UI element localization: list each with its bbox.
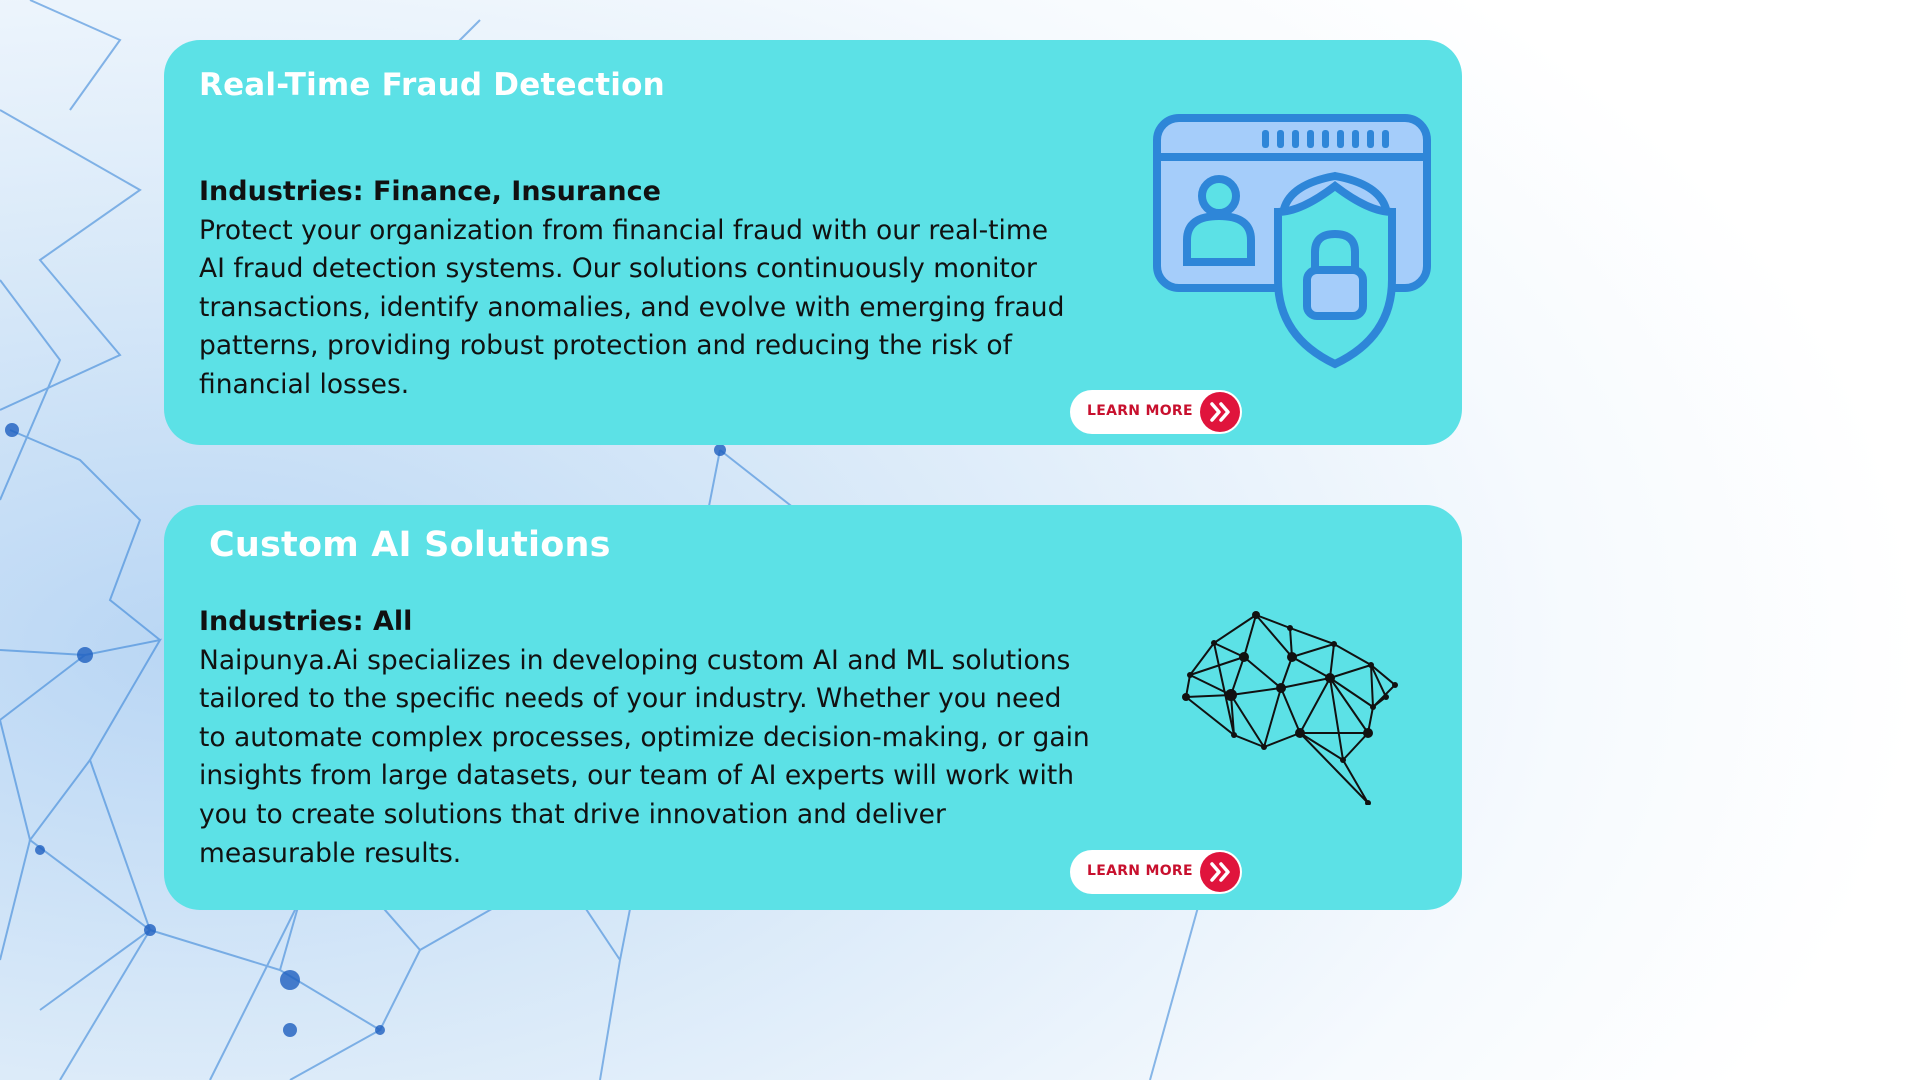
fraud-detection-card: Real-Time Fraud Detection Industries: Fi…	[164, 40, 1462, 445]
learn-more-label: LEARN MORE	[1087, 403, 1193, 419]
learn-more-label: LEARN MORE	[1087, 863, 1193, 879]
card-description: Naipunya.Ai specializes in developing cu…	[199, 644, 1090, 869]
card-description: Protect your organization from financial…	[199, 214, 1065, 400]
user-shield-lock-icon	[1153, 114, 1431, 369]
neural-brain-icon	[1182, 611, 1398, 805]
industries-label: Industries: Finance, Insurance	[199, 176, 661, 207]
double-chevron-right-icon	[1200, 392, 1240, 432]
learn-more-button[interactable]: LEARN MORE	[1070, 390, 1242, 434]
card-body: Industries: Finance, Insurance Protect y…	[199, 173, 1104, 405]
card-body: Industries: All Naipunya.Ai specializes …	[199, 603, 1159, 873]
learn-more-button[interactable]: LEARN MORE	[1070, 850, 1242, 894]
double-chevron-right-icon	[1200, 852, 1240, 892]
industries-label: Industries: All	[199, 606, 413, 637]
custom-ai-card: Custom AI Solutions Industries: All Naip…	[164, 505, 1462, 910]
card-title: Custom AI Solutions	[209, 525, 611, 565]
card-title: Real-Time Fraud Detection	[199, 67, 665, 103]
